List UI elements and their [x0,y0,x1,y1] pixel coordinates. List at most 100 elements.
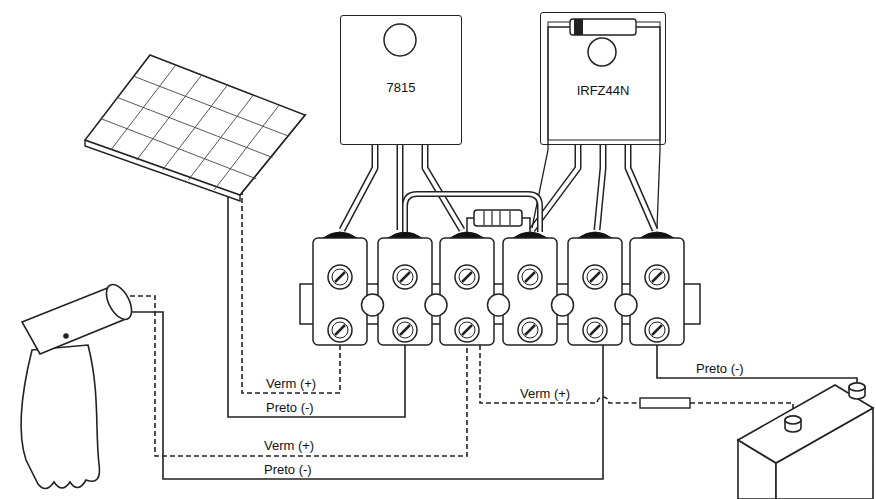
terminal-screw [583,265,607,289]
component-body: 7815 [340,15,462,145]
terminal-screw [328,318,352,342]
terminal-screw [645,265,669,289]
fuse-symbol [640,398,690,408]
wires [122,150,857,479]
screw-head [522,322,538,338]
diode-band [574,19,583,35]
screw-head [332,322,348,338]
part-number: IRFZ44N [575,83,632,98]
wire-label: Verm (+) [264,376,318,391]
terminal-screw [645,318,669,342]
battery-negative-terminal [849,383,865,399]
screw-slot [590,272,600,282]
diode-symbol [570,19,636,35]
mosfet-legs [532,145,655,230]
terminal-dome [578,232,612,238]
panel-cell-line [101,119,256,179]
mounting-hole [425,294,447,316]
terminal-dome [513,232,547,238]
screw-slot [400,325,410,335]
mounting-hole [588,38,616,66]
terminal-block [300,232,700,345]
panel-grid [101,65,289,190]
mounting-hole [552,294,574,316]
screw-slot [335,272,345,282]
screw-slot [525,325,535,335]
mounting-hole [488,294,510,316]
battery-negative-top [849,383,865,391]
lamp-handle [21,345,100,489]
wire-label: Verm (+) [518,386,572,401]
battery-positive-top [785,416,801,424]
screw-slot [462,325,472,335]
screw-head [459,269,475,285]
terminal-screw [583,318,607,342]
component-body: IRFZ44N [540,12,666,145]
screw-head [649,322,665,338]
terminal-screw [393,318,417,342]
terminal-dome [388,232,422,238]
terminal-dome [640,232,674,238]
terminal-dome [450,232,484,238]
resistor-band [499,211,500,225]
screw-slot [652,325,662,335]
screw-head [459,322,475,338]
terminal-screw [518,318,542,342]
screw-head [332,269,348,285]
lamp-dot [64,334,68,338]
leg-fill [532,145,655,230]
terminal-housing [378,238,432,345]
lamp [21,281,137,489]
mounting-hole [384,24,416,56]
screw-slot [525,272,535,282]
battery-positive-terminal [785,416,801,432]
leg-outline [532,145,655,230]
terminal-screw [455,265,479,289]
screw-head [397,322,413,338]
terminal-screw [455,318,479,342]
lamp-lens [101,281,136,324]
resistor-band [509,211,510,225]
screw-slot [590,325,600,335]
terminal-housing [568,238,622,345]
wire-label: Preto (-) [694,361,746,376]
battery-positive-wire [480,345,793,426]
jumper-wire [405,194,540,232]
wire-label: Verm (+) [262,438,316,453]
mounting-hole [615,294,637,316]
mounting-hole [362,294,384,316]
terminal-housing [630,238,684,345]
screw-head [587,322,603,338]
wire-label: Preto (-) [262,462,314,477]
diode-leads [532,27,660,228]
screw-head [397,269,413,285]
terminal-housing [440,238,494,345]
screw-slot [652,272,662,282]
resistor-bands [484,211,510,225]
part-number: 7815 [385,80,418,95]
resistor-symbol [474,210,522,226]
resistor-band [483,211,484,225]
jumper-wire-fill [405,194,540,232]
screw-head [522,269,538,285]
solar-panel [85,55,305,201]
screw-head [587,269,603,285]
panel-face [85,55,305,195]
panel-cell-line [118,98,273,158]
terminal-dome [323,232,357,238]
terminal-housing [313,238,367,345]
panel-cell-line [134,76,289,136]
screw-slot [462,272,472,282]
terminal-screw [518,265,542,289]
battery-negative-wire [657,345,857,392]
resistor-band [491,211,492,225]
terminal-screw [393,265,417,289]
screw-slot [335,325,345,335]
screw-slot [400,272,410,282]
wire-label: Preto (-) [264,400,316,415]
battery [738,383,873,499]
screw-head [649,269,665,285]
